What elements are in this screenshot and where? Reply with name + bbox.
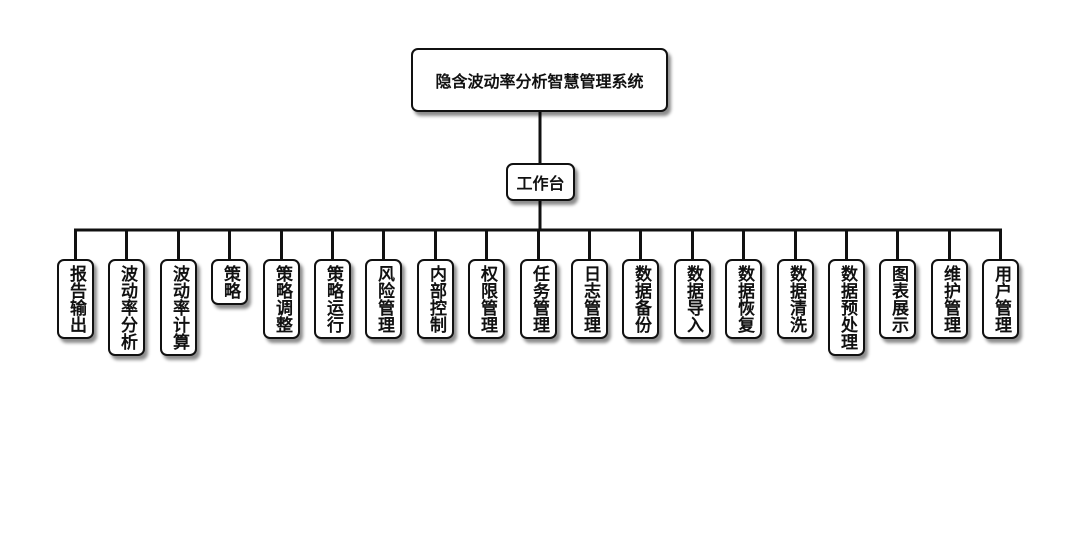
leaf-node: 策略调整 [263,259,300,339]
leaf-node: 报告输出 [57,259,94,339]
leaf-label: 波动率分析 [117,265,137,350]
leaf-label: 图表展示 [888,265,908,333]
root-label: 隐含波动率分析智慧管理系统 [435,72,644,91]
workbench-label: 工作台 [516,174,565,193]
leaf-node: 图表展示 [879,259,916,339]
leaf-label: 维护管理 [940,265,960,333]
leaf-node: 数据备份 [622,259,659,339]
leaf-node: 维护管理 [931,259,968,339]
leaf-label: 任务管理 [529,265,549,333]
leaf-node: 策略 [211,259,248,305]
leaf-node: 波动率计算 [160,259,197,356]
leaf-node: 数据恢复 [725,259,762,339]
leaf-label: 数据备份 [631,265,651,333]
leaf-label: 数据导入 [683,265,703,333]
leaf-label: 风险管理 [374,265,394,333]
leaf-node: 风险管理 [365,259,402,339]
workbench-node: 工作台 [506,163,575,201]
leaf-label: 数据预处理 [837,265,857,350]
leaf-node: 用户管理 [982,259,1019,339]
leaf-node: 数据导入 [674,259,711,339]
leaf-label: 数据恢复 [734,265,754,333]
leaf-label: 波动率计算 [169,265,189,350]
leaf-label: 策略调整 [272,265,292,333]
leaf-label: 数据清洗 [786,265,806,333]
leaf-label: 内部控制 [426,265,446,333]
leaf-label: 报告输出 [66,265,86,333]
leaf-node: 权限管理 [468,259,505,339]
leaf-node: 日志管理 [571,259,608,339]
leaf-label: 策略运行 [323,265,343,333]
root-node: 隐含波动率分析智慧管理系统 [411,48,668,112]
leaf-label: 用户管理 [991,265,1011,333]
leaf-node: 数据清洗 [777,259,814,339]
leaf-label: 权限管理 [477,265,497,333]
leaf-label: 日志管理 [580,265,600,333]
leaf-node: 内部控制 [417,259,454,339]
leaf-node: 数据预处理 [828,259,865,356]
leaf-label: 策略 [220,265,240,299]
leaf-node: 任务管理 [520,259,557,339]
leaf-node: 波动率分析 [108,259,145,356]
leaf-node: 策略运行 [314,259,351,339]
